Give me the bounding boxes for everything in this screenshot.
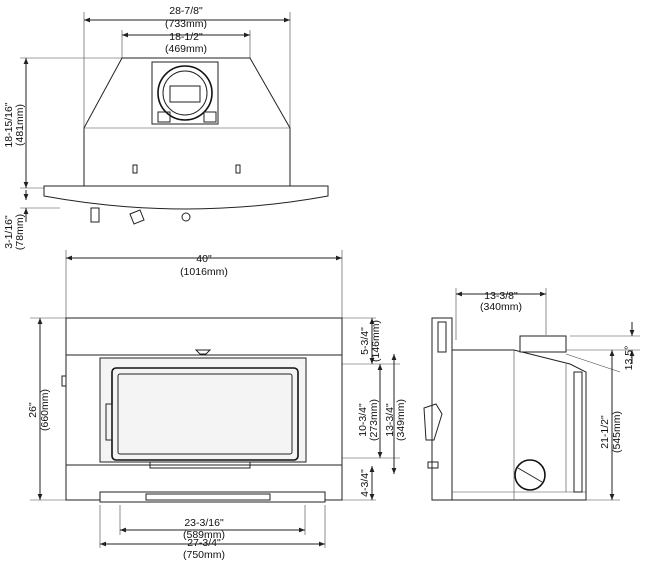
- top-width-in: 28-7/8": [169, 5, 203, 17]
- side-air-intake: [514, 459, 546, 491]
- top-view: 28-7/8" (733mm) 18-1/2" (469mm) 18-15/16…: [3, 5, 329, 250]
- side-faceplate: [431, 317, 453, 501]
- top-faceplate: [43, 185, 329, 210]
- top-width-mm: (733mm): [165, 18, 207, 30]
- front-top-vent: [194, 349, 212, 355]
- side-height-in: 21-1/2": [599, 415, 611, 449]
- side-height-mm: (545mm): [611, 411, 623, 453]
- top-knob: [181, 212, 191, 222]
- window-height-mm: (273mm): [368, 399, 380, 441]
- top-depth-in: 18-15/16": [3, 102, 15, 147]
- front-height-mm: (660mm): [39, 389, 51, 431]
- front-height-in: 26": [27, 402, 39, 418]
- lower-gap-in: 4-3/4": [359, 469, 371, 497]
- side-flue-collar: [519, 335, 567, 353]
- upper-gap-in: 5-3/4": [359, 327, 371, 355]
- top-depth-mm: (481mm): [14, 104, 26, 146]
- firebox-height-mm: (349mm): [395, 399, 407, 441]
- front-width-mm: (1016mm): [180, 266, 228, 278]
- front-door-latch: [105, 403, 113, 441]
- top-leg-left: [90, 207, 100, 223]
- front-view: 40" (1016mm) 26" (660mm) 5-3/4" (146mm) …: [27, 250, 407, 561]
- top-inner-in: 18-1/2": [169, 31, 203, 43]
- window-height-in: 10-3/4": [357, 403, 369, 437]
- base-width-in: 27-3/4": [187, 537, 221, 549]
- base-width-mm: (750mm): [183, 549, 225, 561]
- side-depth-in: 13-3/8": [484, 290, 518, 302]
- front-width-in: 40": [196, 253, 212, 265]
- top-flue-ring: [157, 65, 213, 121]
- side-view: 13-3/8" (340mm) 13.5° 21-1/2" (545mm): [423, 288, 640, 501]
- window-width-in: 23-3/16": [184, 517, 224, 529]
- top-handle: [129, 209, 145, 225]
- side-depth-mm: (340mm): [480, 301, 522, 313]
- front-base: [99, 491, 326, 503]
- top-front-mm: (78mm): [14, 214, 26, 250]
- firebox-height-in: 13-3/4": [384, 403, 396, 437]
- front-door: [99, 357, 307, 463]
- side-angle: 13.5°: [623, 346, 635, 371]
- upper-gap-mm: (146mm): [370, 320, 382, 362]
- window-width-mm: (589mm): [183, 529, 225, 541]
- top-front-in: 3-1/16": [3, 215, 15, 249]
- top-inner-mm: (469mm): [165, 43, 207, 55]
- side-handle: [423, 403, 443, 441]
